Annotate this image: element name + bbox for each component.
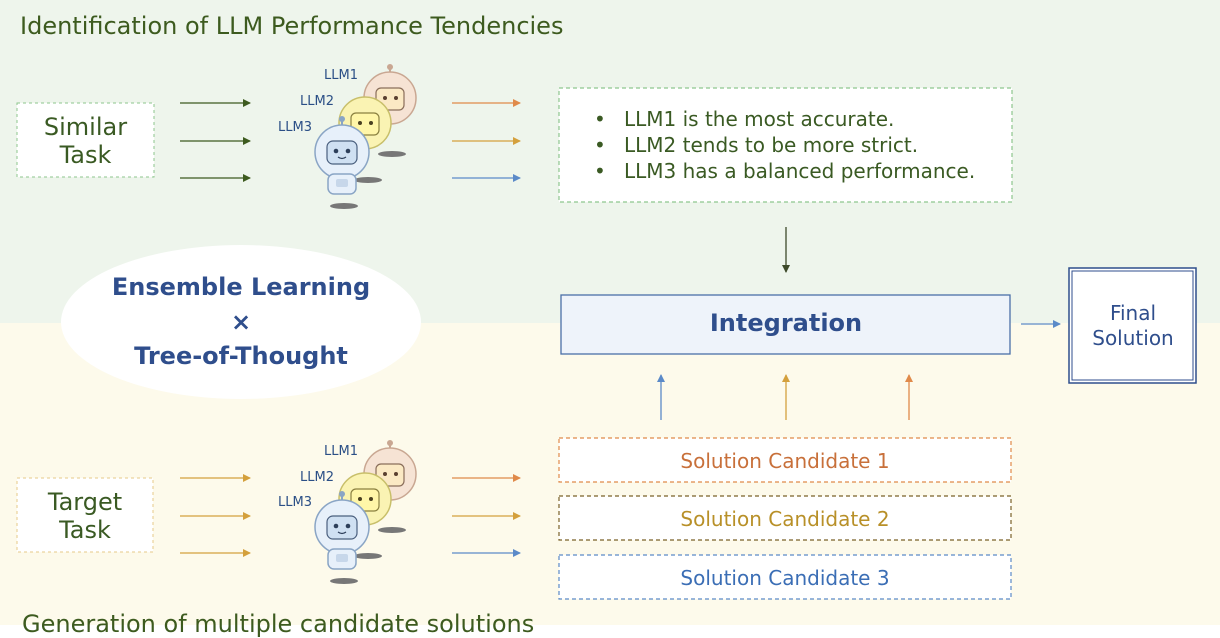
solution-candidate-2-label: Solution Candidate 2	[680, 507, 890, 531]
tendency-text-3: LLM3 has a balanced performance.	[624, 159, 976, 183]
bottom-section-title: Generation of multiple candidate solutio…	[22, 610, 535, 638]
similar-task-line-2: Task	[59, 141, 112, 169]
solution-candidate-2-box	[558, 495, 1012, 541]
target-task-line-2: Task	[59, 516, 111, 544]
top-llm2-label: LLM2	[300, 94, 334, 109]
tendency-item: • LLM2 tends to be more strict.	[588, 132, 975, 158]
final-solution-label: Final Solution	[1071, 301, 1195, 351]
tendencies-box	[558, 87, 1013, 203]
robot-group-icon	[314, 64, 417, 209]
target-task-line-1: Target	[47, 488, 123, 516]
top-llm1-label: LLM1	[324, 68, 358, 83]
final-solution-box	[1068, 267, 1197, 384]
method-line-1: Ensemble Learning	[111, 273, 371, 301]
tendency-text-1: LLM1 is the most accurate.	[624, 107, 895, 131]
diagram-canvas	[0, 0, 1220, 625]
integration-box	[560, 294, 1011, 355]
method-ellipse	[61, 245, 421, 399]
tendencies-list: • LLM1 is the most accurate. • LLM2 tends …	[588, 106, 975, 184]
method-line-2: ×	[230, 308, 252, 336]
bottom-llm1-label: LLM1	[324, 444, 358, 459]
solution-candidate-3-label: Solution Candidate 3	[680, 566, 890, 590]
bottom-llm2-label: LLM2	[300, 470, 334, 485]
target-task-label: Target Task	[17, 488, 153, 544]
tendency-text-2: LLM2 tends to be more strict.	[624, 133, 919, 157]
similar-task-label: Similar Task	[17, 113, 154, 169]
final-line-1: Final	[1109, 301, 1157, 325]
solution-candidate-1-box	[558, 437, 1012, 483]
top-llm3-label: LLM3	[278, 120, 312, 135]
solution-candidate-1-label: Solution Candidate 1	[680, 449, 890, 473]
solution-candidate-3-box	[558, 554, 1012, 600]
target-task-box	[16, 477, 154, 553]
bullet-2: •	[594, 133, 606, 157]
bottom-llm3-label: LLM3	[278, 495, 312, 510]
method-line-3: Tree-of-Thought	[134, 342, 348, 370]
tendency-item: • LLM3 has a balanced performance.	[588, 158, 975, 184]
tendency-item: • LLM1 is the most accurate.	[588, 106, 975, 132]
similar-task-line-1: Similar	[43, 113, 128, 141]
final-line-2: Solution	[1092, 326, 1174, 350]
top-section-title: Identification of LLM Performance Tenden…	[20, 12, 564, 40]
robot-group-icon	[314, 440, 417, 584]
similar-task-box	[16, 102, 155, 178]
bullet-1: •	[594, 107, 606, 131]
bullet-3: •	[594, 159, 606, 183]
integration-label: Integration	[709, 309, 863, 337]
